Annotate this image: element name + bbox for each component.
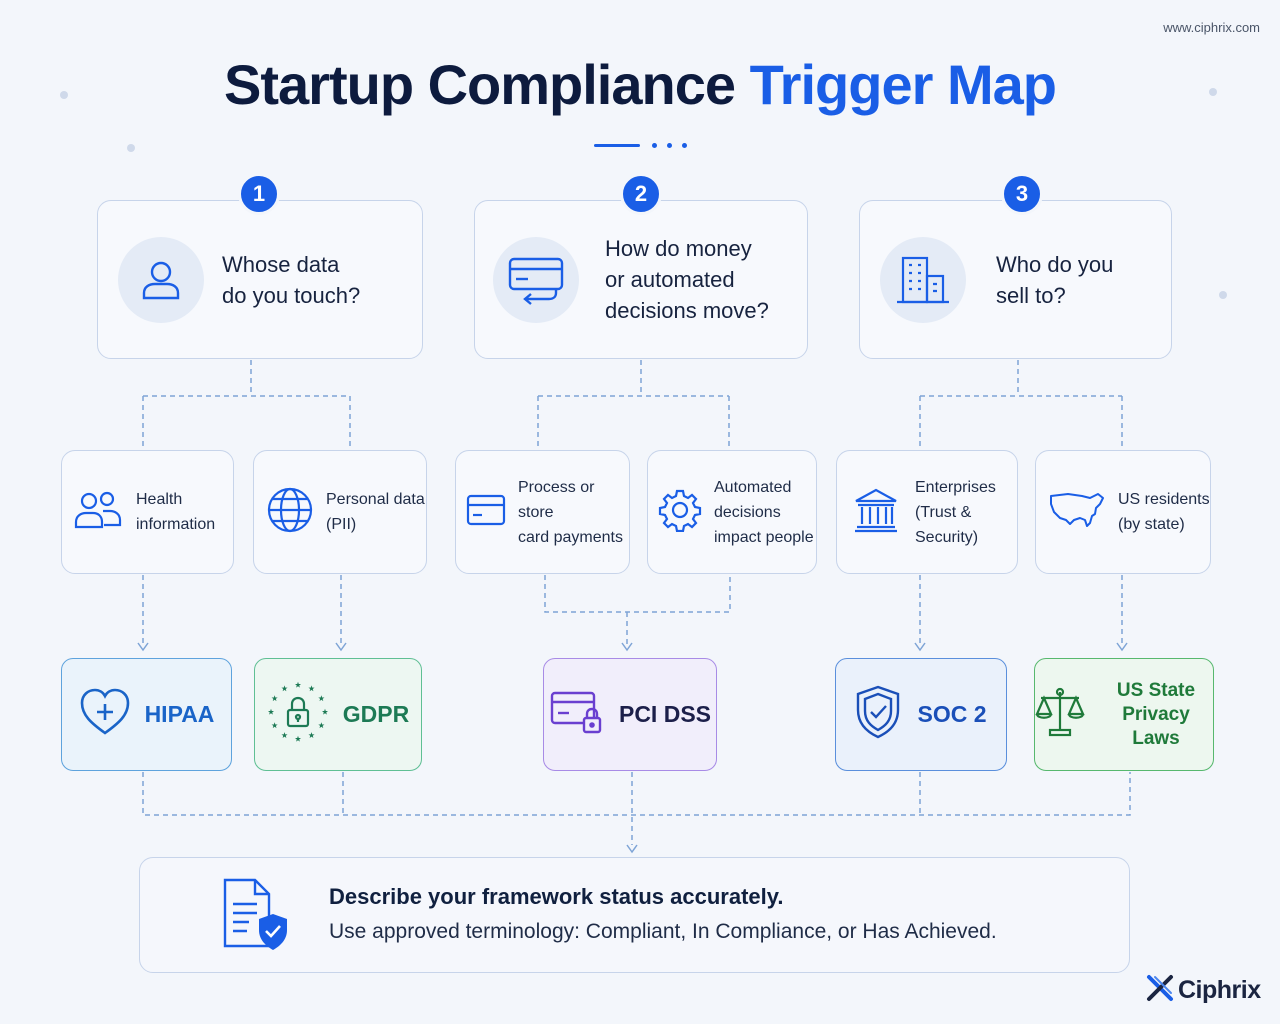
scenario-label: US residents (by state) bbox=[1118, 491, 1210, 533]
scenario-label: Process or store card payments bbox=[518, 478, 623, 546]
decorative-dot bbox=[1209, 88, 1217, 96]
eu-star bbox=[308, 685, 315, 692]
question-card-3: Who do you sell to? bbox=[859, 200, 1172, 359]
guidance-text: Use approved terminology: Compliant, In … bbox=[329, 920, 997, 943]
eu-lock-icon bbox=[267, 681, 329, 748]
scenario-label: Automated decisions impact people bbox=[714, 478, 814, 546]
eu-star bbox=[267, 708, 274, 715]
scenario-personal-data: Personal data (PII) bbox=[253, 450, 427, 574]
eu-star bbox=[294, 681, 301, 688]
gear-icon bbox=[658, 488, 702, 537]
step-number-2: 2 bbox=[620, 173, 662, 215]
framework-label: PCI DSS bbox=[618, 701, 712, 727]
scenario-label: Health information bbox=[136, 491, 216, 533]
guidance-heading: Describe your framework status accuratel… bbox=[329, 884, 784, 909]
title-underline bbox=[594, 144, 640, 147]
card-lock-icon bbox=[549, 688, 605, 741]
scenario-label: Enterprises (Trust & Security) bbox=[915, 478, 996, 546]
eu-star bbox=[318, 695, 325, 702]
scenario-card-payments: Process or store card payments bbox=[455, 450, 630, 574]
heart-plus-icon bbox=[79, 687, 131, 742]
step-number-3: 3 bbox=[1001, 173, 1043, 215]
eu-star bbox=[294, 735, 301, 742]
question-text: Whose data do you touch? bbox=[222, 251, 361, 308]
website-url[interactable]: www.ciphrix.com bbox=[1163, 20, 1260, 35]
decorative-dot bbox=[60, 91, 68, 99]
building-icon bbox=[880, 236, 966, 323]
framework-label: GDPR bbox=[342, 701, 410, 727]
title-accent: Trigger Map bbox=[749, 53, 1057, 116]
eu-star bbox=[271, 722, 278, 729]
framework-us-state-privacy-laws: US State Privacy Laws bbox=[1034, 658, 1214, 771]
framework-label: SOC 2 bbox=[917, 701, 987, 727]
title-main: Startup Compliance bbox=[224, 53, 736, 116]
eu-star bbox=[308, 732, 315, 738]
decorative-dot bbox=[127, 144, 135, 152]
question-card-2: How do money or automated decisions move… bbox=[474, 200, 808, 359]
brand-name: Ciphrix bbox=[1178, 976, 1261, 1004]
title-dot bbox=[652, 143, 657, 148]
card-transfer-icon bbox=[493, 236, 579, 323]
framework-pci-dss: PCI DSS bbox=[543, 658, 717, 771]
eu-star bbox=[281, 732, 288, 738]
step-number-1: 1 bbox=[238, 173, 280, 215]
framework-hipaa: HIPAA bbox=[61, 658, 232, 771]
document-shield-icon bbox=[221, 876, 291, 959]
title-dot bbox=[682, 143, 687, 148]
framework-gdpr: GDPR bbox=[254, 658, 422, 771]
framework-label: HIPAA bbox=[144, 701, 215, 727]
question-card-1: Whose data do you touch? bbox=[97, 200, 423, 359]
scenario-label: Personal data (PII) bbox=[326, 491, 425, 533]
framework-soc2: SOC 2 bbox=[835, 658, 1007, 771]
eu-star bbox=[318, 722, 325, 729]
user-icon bbox=[118, 236, 204, 323]
shield-check-icon bbox=[855, 684, 901, 745]
eu-star bbox=[281, 685, 288, 692]
scenario-enterprises: Enterprises (Trust & Security) bbox=[836, 450, 1018, 574]
ciphrix-logo-icon bbox=[1146, 974, 1174, 1007]
guidance-note bbox=[139, 857, 1130, 973]
scenario-us-residents: US residents (by state) bbox=[1035, 450, 1211, 574]
bank-icon bbox=[853, 486, 899, 539]
framework-label: US State Privacy Laws bbox=[1116, 679, 1196, 749]
page-title: Startup Compliance Trigger Map bbox=[0, 52, 1280, 117]
brand-logo: Ciphrix bbox=[1146, 974, 1261, 1007]
people-icon bbox=[74, 489, 122, 536]
question-text: Who do you sell to? bbox=[996, 251, 1114, 308]
scenario-automated-decisions: Automated decisions impact people bbox=[647, 450, 817, 574]
credit-card-icon bbox=[466, 493, 506, 532]
globe-icon bbox=[266, 486, 314, 539]
us-map-icon bbox=[1048, 490, 1106, 535]
decorative-dot bbox=[1219, 291, 1227, 299]
question-text: How do money or automated decisions move… bbox=[605, 236, 769, 323]
scenario-health-information: Health information bbox=[61, 450, 234, 574]
eu-star bbox=[321, 708, 328, 715]
title-dot bbox=[667, 143, 672, 148]
scales-icon bbox=[1035, 686, 1085, 743]
eu-star bbox=[271, 695, 278, 702]
